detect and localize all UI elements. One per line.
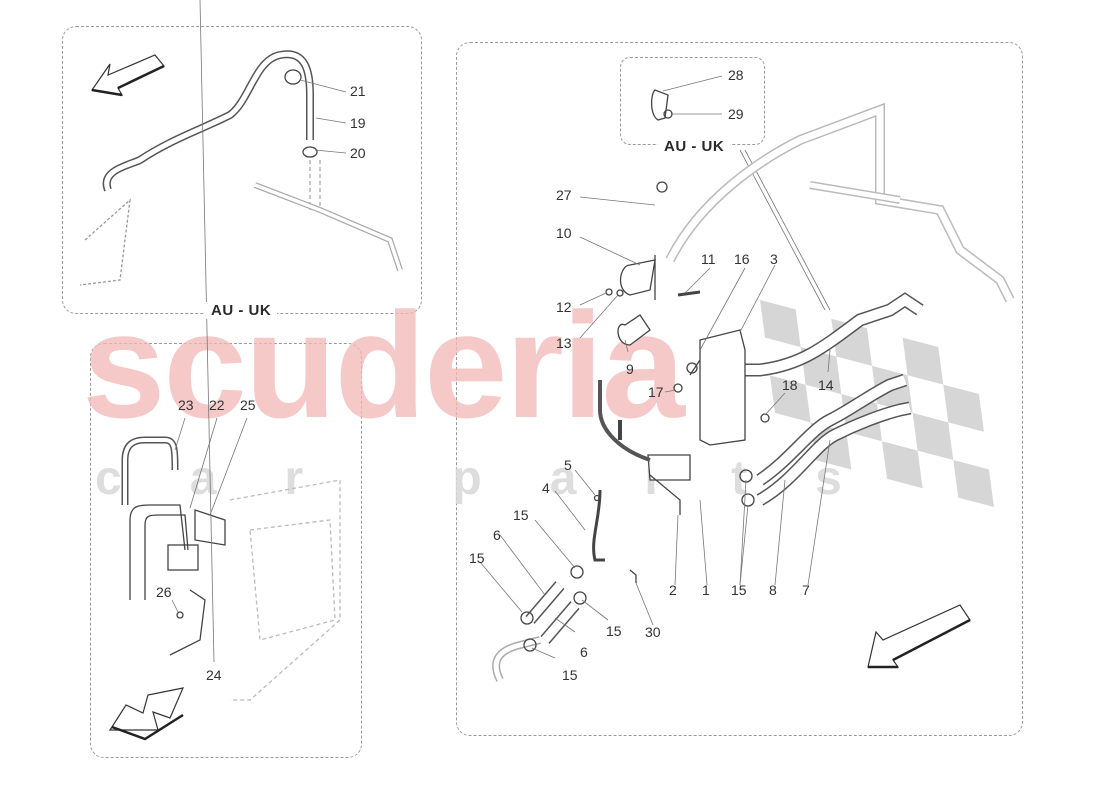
callout-10[interactable]: 10 <box>556 225 572 241</box>
callout-17[interactable]: 17 <box>648 384 664 400</box>
watermark-scuderia: scuderia <box>82 281 685 449</box>
watermark-car-parts: car parts <box>95 452 910 505</box>
callout-25[interactable]: 25 <box>240 397 256 413</box>
callout-24[interactable]: 24 <box>206 667 222 683</box>
callout-20[interactable]: 20 <box>350 145 366 161</box>
callout-29[interactable]: 29 <box>728 106 744 122</box>
callout-22[interactable]: 22 <box>209 397 225 413</box>
callout-28[interactable]: 28 <box>728 67 744 83</box>
callout-30[interactable]: 30 <box>645 624 661 640</box>
callout-11[interactable]: 11 <box>701 251 716 267</box>
callout-3[interactable]: 3 <box>770 251 778 267</box>
callout-23[interactable]: 23 <box>178 397 194 413</box>
callout-15-upper[interactable]: 15 <box>513 507 529 523</box>
inset-label-au-uk-top-left: AU - UK <box>205 302 278 319</box>
callout-21[interactable]: 21 <box>350 83 366 99</box>
callout-16[interactable]: 16 <box>734 251 750 267</box>
callout-1[interactable]: 1 <box>702 582 710 598</box>
callout-5[interactable]: 5 <box>564 457 572 473</box>
panel-au-uk-top-left <box>62 26 422 314</box>
callout-15-lower[interactable]: 15 <box>562 667 578 683</box>
callout-7[interactable]: 7 <box>802 582 810 598</box>
callout-27[interactable]: 27 <box>556 187 572 203</box>
callout-18[interactable]: 18 <box>782 377 798 393</box>
callout-26[interactable]: 26 <box>156 584 172 600</box>
callout-2[interactable]: 2 <box>669 582 677 598</box>
callout-15-mid[interactable]: 15 <box>606 623 622 639</box>
callout-4[interactable]: 4 <box>542 480 550 496</box>
callout-6-upper[interactable]: 6 <box>493 527 501 543</box>
callout-19[interactable]: 19 <box>350 115 366 131</box>
callout-14[interactable]: 14 <box>818 377 834 393</box>
callout-15-left[interactable]: 15 <box>469 550 485 566</box>
callout-15-right[interactable]: 15 <box>731 582 747 598</box>
inset-label-au-uk-main: AU - UK <box>658 138 731 155</box>
callout-6-lower[interactable]: 6 <box>580 644 588 660</box>
callout-12[interactable]: 12 <box>556 299 572 315</box>
callout-8[interactable]: 8 <box>769 582 777 598</box>
callout-13[interactable]: 13 <box>556 335 572 351</box>
callout-9[interactable]: 9 <box>626 361 634 377</box>
